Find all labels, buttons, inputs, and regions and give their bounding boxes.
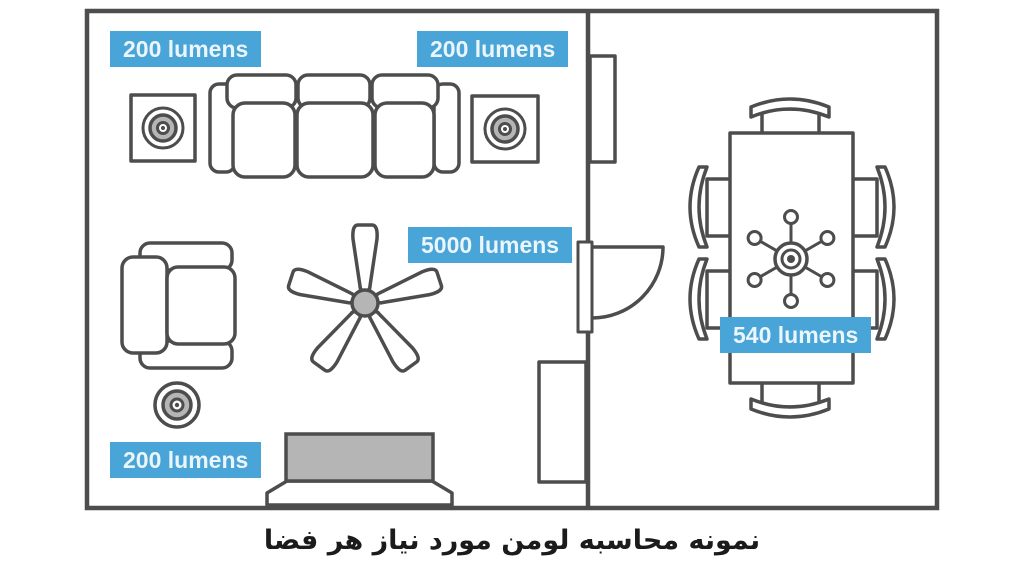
armchair (120, 241, 237, 370)
dining-chair (749, 378, 831, 419)
door-swing-icon (590, 245, 665, 320)
tv-stand (265, 479, 454, 507)
armchair-back (120, 255, 169, 355)
media-cabinet (537, 360, 588, 484)
dining-chair (749, 97, 831, 138)
lumen-label-dining-chandelier: 540 lumens (720, 317, 872, 353)
diagram-caption: نمونه محاسبه لومن مورد نیاز هر فضا (263, 525, 761, 556)
chair-back (749, 397, 831, 419)
sideboard (588, 54, 617, 164)
sofa-seat-cushion (295, 101, 375, 179)
chair-back (875, 165, 896, 249)
armchair-seat (165, 265, 237, 346)
table-lamp-icon (483, 107, 527, 151)
chair-back (875, 257, 896, 341)
sofa (208, 73, 461, 179)
chandelier-icon (746, 209, 836, 309)
chair-back (749, 97, 831, 119)
table-lamp-icon (141, 106, 185, 150)
side-table-right (470, 94, 540, 164)
chair-seat (705, 177, 734, 238)
chair-back (688, 165, 709, 249)
tv-screen (284, 432, 435, 483)
chair-seat (850, 177, 879, 238)
door-leaf (576, 240, 594, 334)
floor-lamp-icon (153, 381, 201, 429)
sofa-seat-cushion (373, 101, 436, 179)
lumen-label-sofa-right-lamp: 200 lumens (417, 31, 569, 67)
dining-chair (688, 165, 734, 249)
lumen-label-ceiling-fan: 5000 lumens (408, 227, 573, 263)
lumen-label-sofa-left-lamp: 200 lumens (110, 31, 262, 67)
chair-back (688, 257, 709, 341)
fan-hub (350, 288, 380, 318)
tv-console (265, 432, 454, 507)
dining-chair (850, 165, 896, 249)
sofa-seat-cushion (231, 101, 297, 179)
interior-door (576, 240, 665, 334)
side-table-left (129, 93, 197, 163)
dining-chair (688, 257, 734, 341)
lumen-label-floor-lamp: 200 lumens (110, 442, 262, 478)
ceiling-fan-icon (286, 223, 444, 373)
